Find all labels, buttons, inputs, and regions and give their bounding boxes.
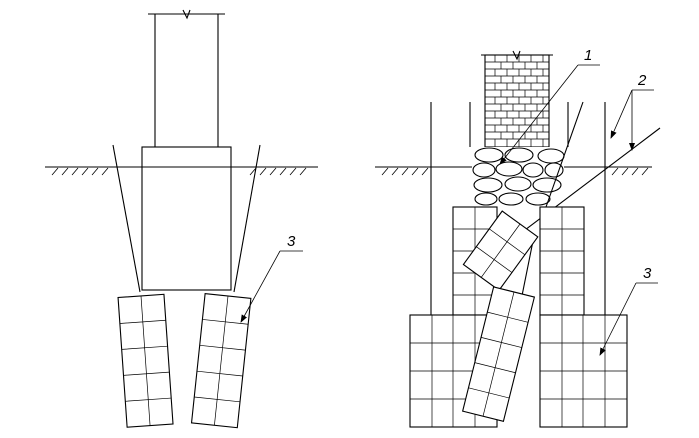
break-mark-icon	[182, 9, 191, 20]
left-ground-hatch	[51, 167, 307, 176]
brick-block-upper-right	[539, 206, 585, 316]
right-label-3: 3	[643, 265, 652, 282]
brick-block-lower-right	[539, 314, 628, 428]
right-callout-3: 3	[599, 265, 658, 356]
tilted-brick-lower	[461, 286, 536, 422]
left-label-3: 3	[287, 233, 296, 250]
right-callout-1: 1	[499, 47, 600, 165]
right-figure: 1 2 3	[375, 47, 661, 428]
right-label-2: 2	[637, 72, 647, 89]
left-foundation-block	[141, 146, 232, 291]
break-mark-icon	[512, 50, 521, 61]
right-ground-hatch	[381, 167, 649, 176]
right-pit-wall	[233, 144, 261, 293]
left-pit-wall	[112, 144, 141, 293]
brick-wall	[481, 50, 553, 148]
left-callout-3: 3	[240, 233, 303, 323]
tilted-brick-upper	[462, 210, 539, 292]
rubble-stone-foundation	[472, 147, 565, 207]
left-brick-stack-left	[117, 293, 174, 428]
right-callout-2: 2	[610, 72, 654, 151]
left-brick-stack-right	[190, 292, 252, 429]
left-column	[148, 9, 225, 147]
right-label-1: 1	[584, 47, 592, 64]
left-figure: 3	[45, 9, 318, 429]
